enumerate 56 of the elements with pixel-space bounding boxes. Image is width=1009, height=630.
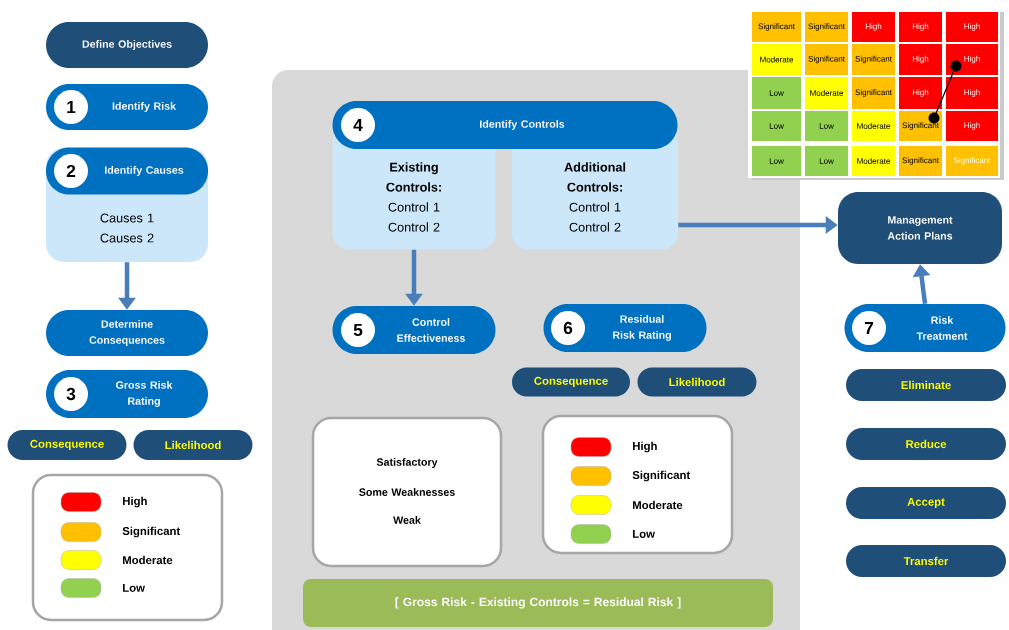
matrix-cell: High [946,111,998,141]
legend-label: Significant [632,470,691,482]
matrix-cell: High [946,12,998,42]
step-box: Determine Consequences [46,310,208,356]
legend-label: Low [123,584,145,592]
rating-box: Satisfactory Some Weaknesses Weak [311,416,503,568]
matrix-cell: Low [805,146,848,176]
matrix-cell: High [899,44,942,75]
matrix-cell: High [899,77,942,109]
legend-label: Low [633,530,655,538]
step-box: 4 Identify Controls [332,101,678,149]
legend-label: High [123,496,147,508]
option-pill: Likelihood [637,367,757,397]
matrix-cell: Significant [852,77,895,109]
option-pill: Reduce [846,428,1006,460]
step-box: 1 Identify Risk [46,84,208,130]
matrix-cell: Significant [852,44,895,75]
matrix-cell: Moderate [805,77,848,109]
step-box: 7 Risk Treatment [844,304,1006,352]
legend-label: Significant [122,526,181,538]
option-pill: Accept [846,487,1006,519]
formula-bar: [ Gross Risk - Existing Controls = Residual Risk ] [303,579,773,627]
option-pill: Consequence [512,367,630,397]
legend-label: Moderate [633,500,683,510]
matrix-cell: Moderate [752,44,801,75]
option-pill: Consequence [7,430,127,460]
matrix-cell: High [852,12,895,42]
matrix-cell: Low [752,77,801,109]
option-pill: Transfer [846,545,1006,577]
matrix-cell: Low [805,111,848,141]
matrix-cell: Significant [805,12,848,42]
number-badge: 7 [852,311,886,345]
legend-label: High [633,441,657,453]
matrix-cell: High [946,77,998,109]
matrix-cell: Low [752,146,801,176]
matrix-cell: Significant [805,44,848,75]
number-badge: 1 [54,90,88,124]
number-badge: 5 [341,313,375,347]
matrix-cell: Significant [752,12,801,42]
step-box: Define Objectives [46,22,208,68]
number-badge: 2 [54,154,88,188]
matrix-cell: High [899,12,942,42]
step-box: 2 Identify Causes Causes 1 Causes 2 [46,147,208,262]
matrix-cell: Significant [946,146,998,176]
legend-label: Moderate [123,555,173,565]
action-box: Management Action Plans [838,192,1002,264]
option-pill: Eliminate [846,369,1006,401]
matrix-cell: Significant [899,146,942,176]
matrix-cell: Low [752,111,801,141]
option-pill: Likelihood [133,430,253,460]
number-badge: 6 [551,311,585,345]
number-badge: 3 [54,377,88,411]
matrix-cell: Moderate [852,146,895,176]
matrix-cell: Moderate [852,111,895,141]
number-badge: 4 [341,108,375,142]
step-box: 3 Gross Risk Rating [46,370,208,418]
